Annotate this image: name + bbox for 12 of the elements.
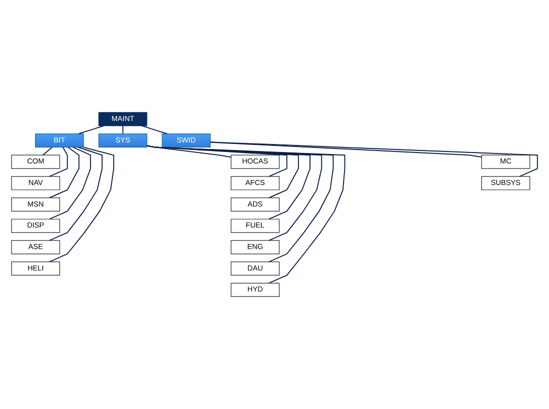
connector (42, 146, 53, 156)
connector (48, 146, 114, 262)
connector (48, 146, 103, 241)
connector (48, 146, 92, 220)
connector (142, 125, 168, 134)
connector (122, 125, 124, 134)
connector (48, 146, 68, 177)
connector (146, 145, 346, 284)
connector (210, 142, 482, 158)
connector (210, 142, 538, 177)
connector (78, 125, 104, 134)
connector (48, 146, 80, 198)
